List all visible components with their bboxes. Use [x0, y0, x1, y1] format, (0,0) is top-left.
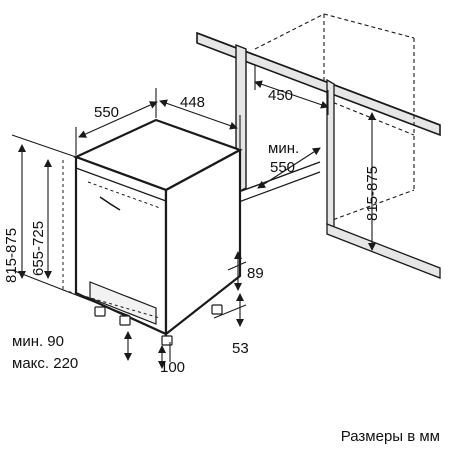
- niche-depth-min-label: мин.: [268, 140, 299, 157]
- niche-height-label: 815-875: [364, 166, 381, 221]
- dishwasher-feet: [94, 304, 223, 346]
- plinth-height-dimension: [227, 251, 247, 291]
- depth-label: 550: [94, 104, 119, 121]
- dishwasher: [73, 118, 243, 337]
- height-label: 815-875: [3, 228, 20, 283]
- foot-depth-label: 100: [160, 359, 185, 376]
- niche-outline: [254, 13, 415, 223]
- plinth-height-label: 89: [247, 265, 264, 282]
- height-dimension: [11, 134, 131, 317]
- width-label: 448: [180, 94, 205, 111]
- caption: Размеры в мм: [341, 428, 440, 445]
- niche-depth-dimension: [257, 147, 321, 189]
- plinth-offset-label: 53: [232, 340, 249, 357]
- niche-base-panel: [326, 78, 441, 279]
- dishwasher-handle: [99, 196, 121, 211]
- foot-depth-dimension: [158, 342, 171, 369]
- plinth-gap-min-label: мин. 90: [12, 333, 64, 350]
- countertop-front-panel: [196, 31, 441, 137]
- dishwasher-plinth: [89, 281, 157, 325]
- countertop: [196, 31, 441, 137]
- plinth-gap-max-label: макс. 220: [12, 355, 78, 372]
- niche-width-label: 450: [268, 87, 293, 104]
- dishwasher-hidden-edges: [62, 160, 161, 319]
- plinth-offset-dimension: [213, 293, 247, 327]
- width-dimension: [159, 99, 241, 148]
- niche-width-dimension: [254, 65, 329, 115]
- door-height-label: 655-725: [30, 221, 47, 276]
- niche-depth-min-value: 550: [270, 159, 295, 176]
- depth-dimension: [75, 88, 158, 155]
